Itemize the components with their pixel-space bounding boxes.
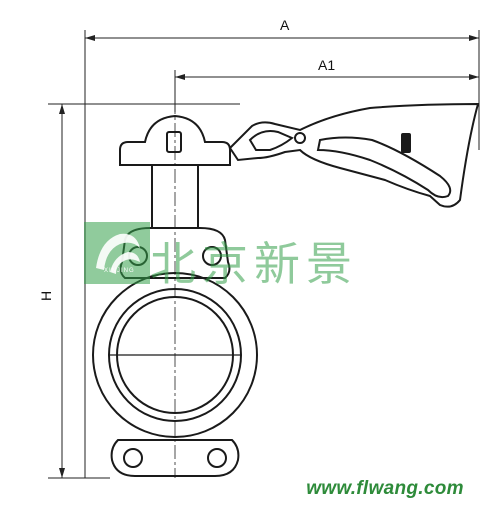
dimension-label-a1: A1 xyxy=(318,57,335,73)
dimension-label-h: H xyxy=(38,291,54,301)
watermark-subtext: XINJING xyxy=(104,268,135,274)
watermark-chinese-text: 北京新景 xyxy=(150,237,358,291)
dimension-arrows xyxy=(59,35,479,478)
footer-url: www.flwang.com xyxy=(306,478,464,499)
watermark-logo xyxy=(84,222,150,284)
valve-handle xyxy=(228,102,480,208)
dimension-label-a: A xyxy=(280,17,290,33)
